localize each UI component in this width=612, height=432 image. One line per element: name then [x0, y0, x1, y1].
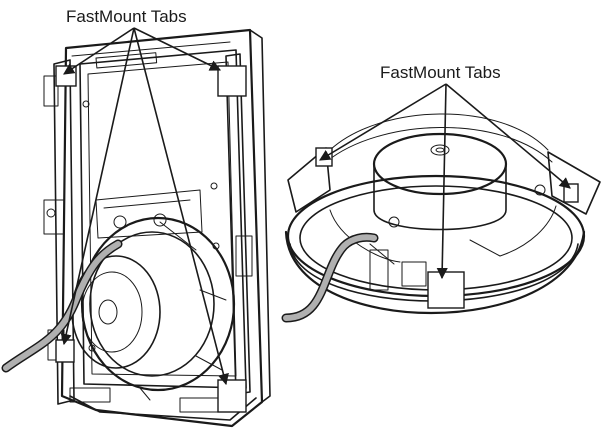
ceiling-label-pointers: [319, 83, 571, 280]
wall-label-pointers: [60, 27, 229, 386]
speaker-cable: [3, 241, 121, 371]
in-ceiling-speaker-illustration: [281, 113, 601, 323]
ceiling-fastmount-label: FastMount Tabs: [380, 63, 501, 82]
in-wall-speaker-illustration: [1, 28, 271, 428]
wall-fastmount-label: FastMount Tabs: [66, 7, 187, 26]
wall-tab-top-right: [217, 65, 247, 97]
ceiling-tab-right: [563, 183, 579, 203]
ceiling-tab-front: [427, 271, 465, 309]
wall-tab-bottom-right: [217, 379, 247, 413]
wall-tab-bottom-left: [55, 339, 75, 363]
ceiling-speaker-cable: [283, 234, 377, 321]
